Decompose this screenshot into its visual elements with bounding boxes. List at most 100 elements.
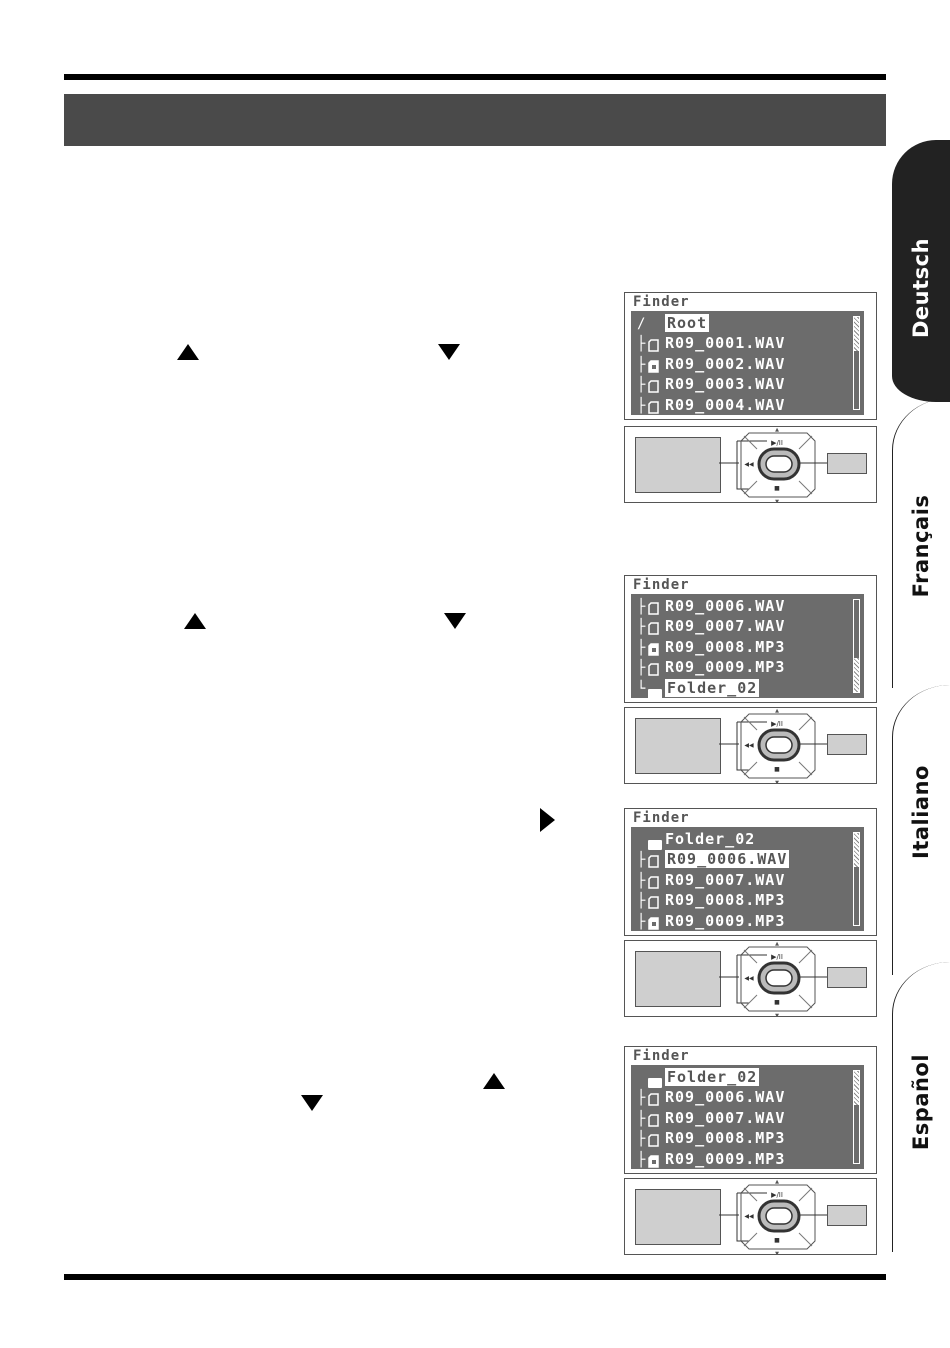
- list-item[interactable]: ├ R09_0008.MP3: [633, 1128, 857, 1148]
- callout-box: [635, 951, 721, 1007]
- list-item[interactable]: ├ R09_0002.WAV: [633, 354, 857, 374]
- tree-branch: ├: [637, 1131, 646, 1148]
- file-name: Folder_02: [665, 830, 756, 848]
- tree-branch: ├: [637, 397, 646, 414]
- file-name: R09_0009.MP3: [665, 658, 786, 677]
- file-name: R09_0008.MP3: [665, 1129, 786, 1148]
- svg-text:▶/II: ▶/II: [771, 720, 783, 728]
- svg-text:■: ■: [774, 485, 780, 492]
- svg-text:◀◀: ◀◀: [744, 461, 754, 468]
- list-item[interactable]: /Root: [633, 313, 857, 333]
- tree-branch: ├: [637, 1110, 646, 1127]
- scrollbar-thumb[interactable]: [854, 1071, 859, 1105]
- tree-branch: ├: [637, 660, 646, 677]
- list-item[interactable]: Folder_02: [633, 829, 857, 850]
- controller-diagram: ▲▼▶/II◀◀■: [624, 426, 877, 503]
- file-name: R09_0008.MP3: [665, 637, 786, 656]
- scrollbar[interactable]: [853, 599, 860, 693]
- tab-francais[interactable]: [892, 398, 950, 688]
- list-item[interactable]: ├R09_0001.WAV: [633, 333, 857, 353]
- list-item[interactable]: ├ R09_0008.MP3: [633, 637, 857, 657]
- list-item[interactable]: ├ R09_0009.MP3: [633, 1149, 857, 1169]
- folder-icon: [648, 1073, 662, 1092]
- callout-box: [635, 718, 721, 774]
- controller-diagram: ▲▼▶/II◀◀■: [624, 1178, 877, 1255]
- lcd-display: Folder_02├R09_0006.WAV├R09_0007.WAV├R09_…: [631, 1065, 864, 1169]
- file-icon: [648, 378, 659, 397]
- list-item[interactable]: ├R09_0007.WAV: [633, 1108, 857, 1128]
- screen-title: Finder: [633, 294, 690, 310]
- list-item[interactable]: ├R09_0007.WAV: [633, 616, 857, 636]
- svg-text:▲: ▲: [775, 941, 779, 947]
- file-name: R09_0002.WAV: [665, 354, 786, 373]
- list-item[interactable]: ├R09_0006.WAV: [633, 1087, 857, 1107]
- list-item[interactable]: ├R09_0006.WAV: [633, 849, 857, 869]
- svg-text:▼: ▼: [775, 499, 779, 503]
- file-name: R09_0004.WAV: [665, 395, 786, 414]
- tab-label-francais: Français: [909, 494, 933, 598]
- tree-branch: ├: [637, 1151, 646, 1168]
- file-icon: [648, 399, 659, 418]
- tree-branch: ├: [637, 872, 646, 889]
- scrollbar-thumb[interactable]: [854, 833, 859, 867]
- svg-text:◀◀: ◀◀: [744, 742, 754, 749]
- svg-text:▼: ▼: [775, 1251, 779, 1255]
- up-arrow-icon: [483, 1073, 505, 1089]
- tree-branch: ├: [637, 913, 646, 930]
- scrollbar[interactable]: [853, 316, 860, 410]
- tree-branch: ├: [637, 356, 646, 373]
- svg-text:■: ■: [774, 766, 780, 773]
- svg-text:■: ■: [774, 1237, 780, 1244]
- file-icon: [648, 1112, 659, 1131]
- svg-text:▼: ▼: [775, 780, 779, 784]
- svg-text:▶/II: ▶/II: [771, 953, 783, 961]
- list-item[interactable]: └Folder_02: [633, 678, 857, 699]
- tab-deutsch[interactable]: [892, 140, 950, 402]
- tree-branch: ├: [637, 1090, 646, 1107]
- tree-branch: ├: [637, 377, 646, 394]
- callout-box: [635, 437, 721, 493]
- list-item[interactable]: ├R09_0007.WAV: [633, 870, 857, 890]
- list-item[interactable]: ├ R09_0003.WAV: [633, 374, 857, 394]
- lcd-display: ├R09_0006.WAV├R09_0007.WAV├R09_0008.MP3├…: [631, 594, 864, 699]
- list-item[interactable]: ├R09_0006.WAV: [633, 596, 857, 616]
- svg-text:▲: ▲: [775, 427, 779, 433]
- file-name: R09_0006.WAV: [665, 597, 786, 615]
- tab-label-italiano: Italiano: [909, 765, 933, 859]
- top-rule: [64, 74, 886, 80]
- file-icon: [648, 1091, 659, 1110]
- scrollbar-thumb[interactable]: [854, 317, 859, 351]
- list-item[interactable]: ├R09_0009.MP3: [633, 911, 857, 931]
- up-arrow-icon: [184, 613, 206, 629]
- tab-italiano[interactable]: [892, 685, 950, 975]
- scrollbar[interactable]: [853, 1070, 860, 1164]
- screen-title: Finder: [633, 1048, 690, 1064]
- list-item[interactable]: ├ R09_0004.WAV: [633, 395, 857, 415]
- tree-branch: ├: [637, 852, 646, 869]
- tree-branch: ├: [637, 336, 646, 353]
- right-arrow-icon: [540, 808, 555, 832]
- file-name: R09_0009.MP3: [665, 1149, 786, 1168]
- callout-hint-box: [827, 1205, 867, 1226]
- svg-text:▼: ▼: [775, 1013, 779, 1017]
- tree-branch: ├: [637, 639, 646, 656]
- folder-icon: [648, 684, 662, 703]
- tab-espanol[interactable]: [892, 962, 950, 1252]
- tree-branch: ├: [637, 893, 646, 910]
- callout-box: [635, 1189, 721, 1245]
- svg-text:▶/II: ▶/II: [771, 1191, 783, 1199]
- file-name: R09_0003.WAV: [665, 375, 786, 394]
- list-item[interactable]: Folder_02: [633, 1067, 857, 1088]
- file-icon: [648, 600, 659, 619]
- folder-icon: [648, 835, 662, 854]
- list-item[interactable]: ├R09_0008.MP3: [633, 890, 857, 910]
- list-item[interactable]: ├ R09_0009.MP3: [633, 657, 857, 677]
- file-playing-icon: [648, 915, 659, 934]
- file-name: Folder_02: [665, 1068, 760, 1086]
- language-tabs: Deutsch Français Italiano Español: [892, 140, 950, 1270]
- up-arrow-icon: [177, 344, 199, 360]
- down-arrow-icon: [438, 344, 460, 360]
- scrollbar[interactable]: [853, 832, 860, 926]
- scrollbar-thumb[interactable]: [854, 658, 859, 692]
